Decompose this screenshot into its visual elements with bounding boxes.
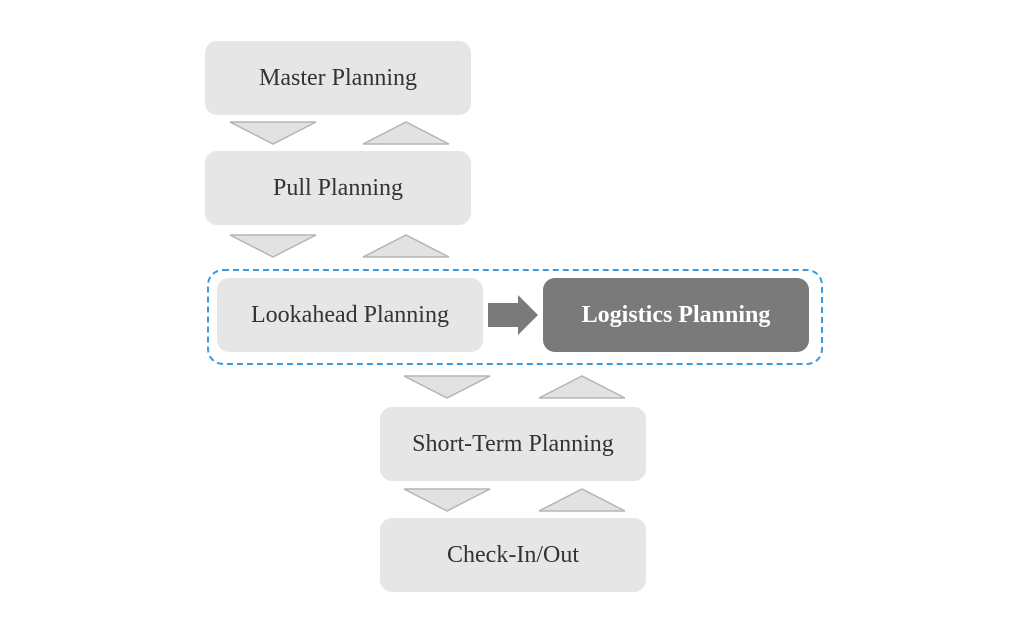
node-pull-planning: Pull Planning	[205, 151, 471, 225]
node-master-planning: Master Planning	[205, 41, 471, 115]
up-triangle-icon	[538, 375, 626, 399]
node-check-in-out: Check-In/Out	[380, 518, 646, 592]
up-triangle-icon	[538, 488, 626, 512]
node-short-term-planning: Short-Term Planning	[380, 407, 646, 481]
node-logistics-planning: Logistics Planning	[543, 278, 809, 352]
up-triangle-icon	[362, 234, 450, 258]
down-triangle-icon	[229, 121, 317, 145]
down-triangle-icon	[229, 234, 317, 258]
down-triangle-icon	[403, 375, 491, 399]
right-arrow-icon	[488, 295, 538, 335]
down-triangle-icon	[403, 488, 491, 512]
lookahead-logistics-group	[207, 269, 823, 365]
node-lookahead-planning: Lookahead Planning	[217, 278, 483, 352]
up-triangle-icon	[362, 121, 450, 145]
